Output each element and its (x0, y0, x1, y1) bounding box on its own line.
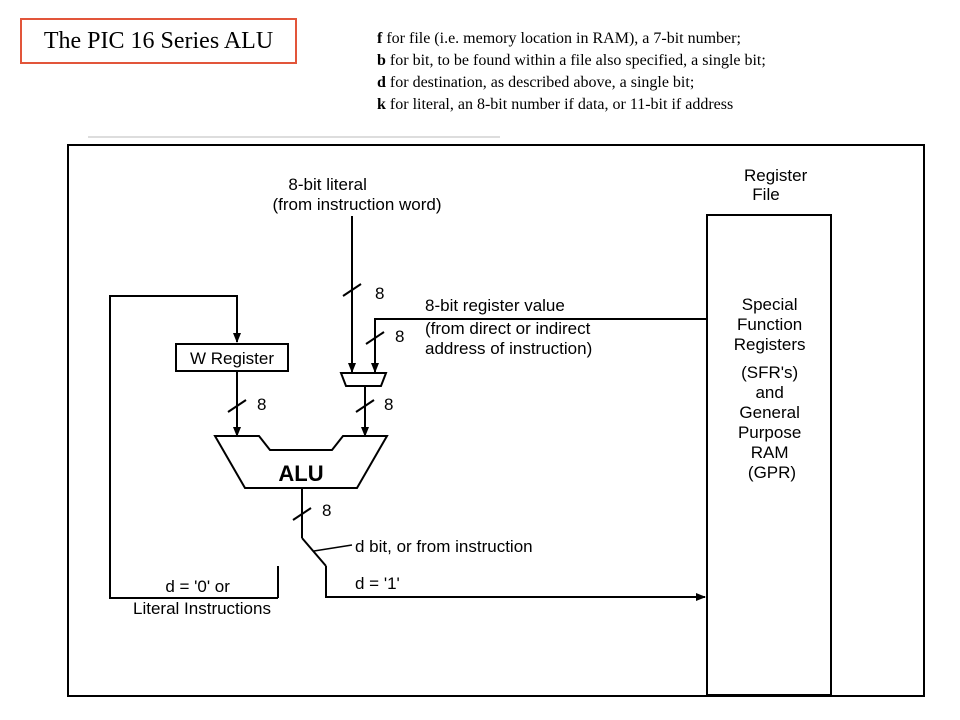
d-bit-pointer (313, 544, 353, 552)
alu-block (213, 435, 389, 489)
sfr-gpr-label: Special Function Registers (SFR's) and G… (734, 295, 811, 482)
d0-label: d = '0' or Literal Instructions (133, 577, 271, 618)
slide-title: The PIC 16 Series ALU (20, 18, 297, 64)
alu-output-slash (292, 507, 312, 521)
diagram-frame (67, 144, 925, 697)
d1-label: d = '1' (355, 574, 400, 593)
legend-line-d: d for destination, as described above, a… (377, 74, 695, 91)
register-value-label: 8-bit register value (from direct or ind… (425, 296, 595, 358)
register-value-bus (371, 318, 707, 373)
register-file-box (706, 214, 832, 696)
input-multiplexer (339, 372, 388, 387)
literal-bus-slash (342, 283, 362, 297)
d-bit-label: d bit, or from instruction (355, 537, 533, 556)
d1-to-register-file (325, 566, 706, 601)
literal-label: 8-bit literal (from instruction word) (272, 175, 441, 214)
operand-legend: f for file (i.e. memory location in RAM)… (377, 28, 952, 116)
mux-bus-slash (355, 399, 375, 413)
legend-line-k: k for literal, an 8-bit number if data, … (377, 96, 734, 113)
legend-line-f: f for file (i.e. memory location in RAM)… (377, 30, 741, 47)
register-value-bus-width: 8 (395, 327, 404, 346)
destination-switch (301, 537, 327, 567)
alu-output-width: 8 (322, 501, 331, 520)
w-register-box (175, 343, 289, 372)
register-value-bus-slash (365, 331, 385, 345)
register-file-label: Register File (744, 166, 812, 204)
legend-line-b: b for bit, to be found within a file als… (377, 52, 766, 69)
literal-bus-width: 8 (375, 284, 384, 303)
mux-bus-width: 8 (384, 395, 393, 414)
w-register-label: W Register (190, 349, 274, 368)
feedback-to-w (109, 295, 256, 599)
w-bus-width: 8 (257, 395, 266, 414)
alu-label: ALU (278, 461, 323, 486)
w-bus-slash (227, 399, 247, 413)
